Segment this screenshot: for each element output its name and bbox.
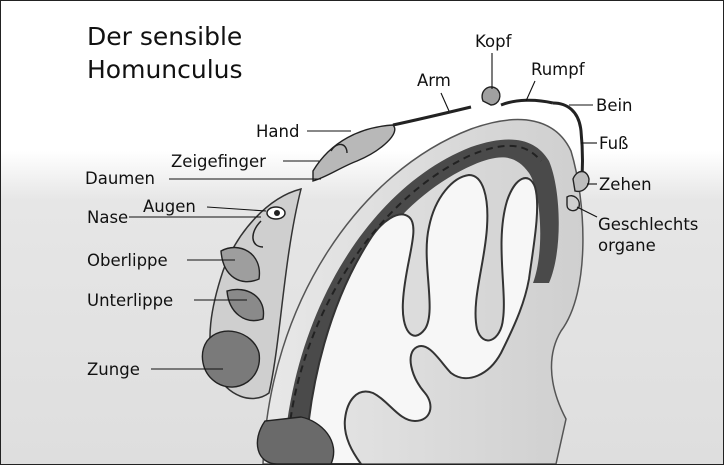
label-oberlippe: Oberlippe	[87, 251, 168, 270]
label-rumpf: Rumpf	[531, 60, 586, 79]
label-daumen: Daumen	[85, 169, 155, 188]
label-zeigefinger: Zeigefinger	[171, 152, 266, 171]
label-geschlechtsorgane-line-1: Geschlechts	[598, 215, 698, 234]
hand-shape	[313, 125, 395, 181]
title-line-1: Der sensible	[87, 22, 242, 51]
label-bein: Bein	[596, 96, 633, 115]
label-kopf: Kopf	[475, 32, 513, 51]
trunk-shape	[501, 100, 553, 105]
label-unterlippe: Unterlippe	[87, 291, 173, 310]
title-line-2: Homunculus	[87, 55, 243, 84]
label-arm: Arm	[417, 71, 451, 90]
label-zunge: Zunge	[87, 360, 140, 379]
genitals-shape	[567, 196, 579, 211]
label-augen: Augen	[143, 197, 196, 216]
label-fuss: Fuß	[599, 134, 628, 153]
foot-shape	[573, 172, 589, 192]
label-nase: Nase	[87, 208, 128, 227]
label-zehen: Zehen	[599, 175, 652, 194]
head-shape	[482, 87, 500, 105]
tongue-shape	[202, 331, 259, 387]
label-hand: Hand	[256, 122, 299, 141]
label-geschlechtsorgane-line-2: organe	[598, 236, 656, 255]
brain-cross-section	[263, 120, 583, 464]
arm-shape	[393, 107, 471, 125]
